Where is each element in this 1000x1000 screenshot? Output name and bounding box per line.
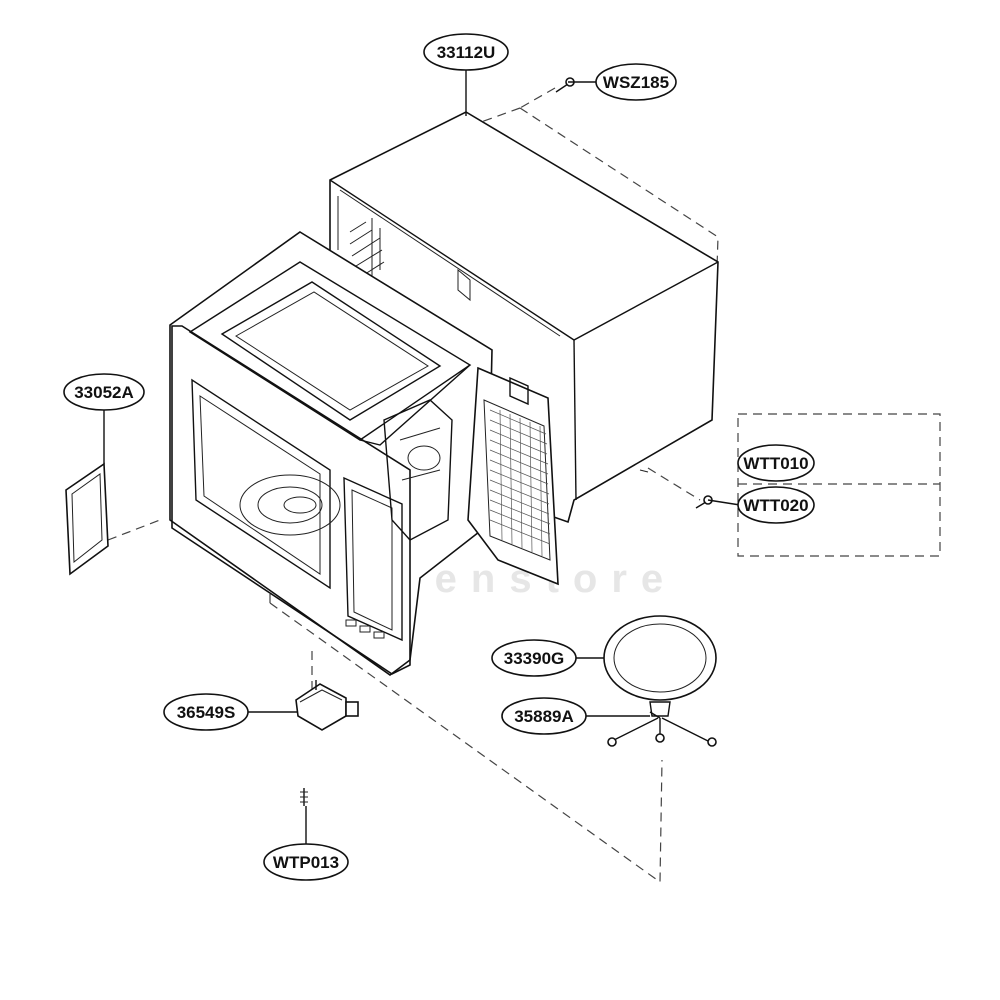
motor-screw bbox=[300, 788, 308, 806]
callout-label: WSZ185 bbox=[603, 73, 669, 92]
callout-label: 33390G bbox=[504, 649, 565, 668]
callout-WTT010: WTT010 bbox=[737, 444, 815, 482]
leader-lines bbox=[103, 70, 741, 850]
outer-cabinet bbox=[329, 111, 719, 524]
callout-label: 36549S bbox=[177, 703, 236, 722]
callout-33052A: 33052A bbox=[63, 373, 145, 411]
roller-support bbox=[607, 701, 717, 747]
callout-label: 33112U bbox=[437, 43, 496, 62]
callout-35889A: 35889A bbox=[501, 697, 587, 735]
callout-WTT020: WTT020 bbox=[737, 486, 815, 524]
callout-WSZ185: WSZ185 bbox=[595, 63, 677, 101]
turntable-motor bbox=[295, 680, 359, 731]
rear-mesh-panel bbox=[467, 366, 559, 586]
callout-label: WTT010 bbox=[743, 454, 808, 473]
callout-WTP013: WTP013 bbox=[263, 843, 349, 881]
assembly-dashed-outline bbox=[107, 87, 719, 884]
callout-36549S: 36549S bbox=[163, 693, 249, 731]
cabinet-vents bbox=[349, 218, 385, 277]
screw-wsz185 bbox=[555, 77, 575, 93]
callout-33112U: 33112U bbox=[423, 33, 509, 71]
callout-label: 33052A bbox=[74, 383, 134, 402]
cover-plate bbox=[65, 462, 109, 576]
callout-label: WTT020 bbox=[743, 496, 808, 515]
callout-label: 35889A bbox=[514, 707, 574, 726]
screw-wtt bbox=[695, 495, 713, 509]
callout-label: WTP013 bbox=[273, 853, 339, 872]
wtt-option-box bbox=[737, 413, 941, 557]
glass-tray bbox=[603, 615, 717, 701]
callout-33390G: 33390G bbox=[491, 639, 577, 677]
